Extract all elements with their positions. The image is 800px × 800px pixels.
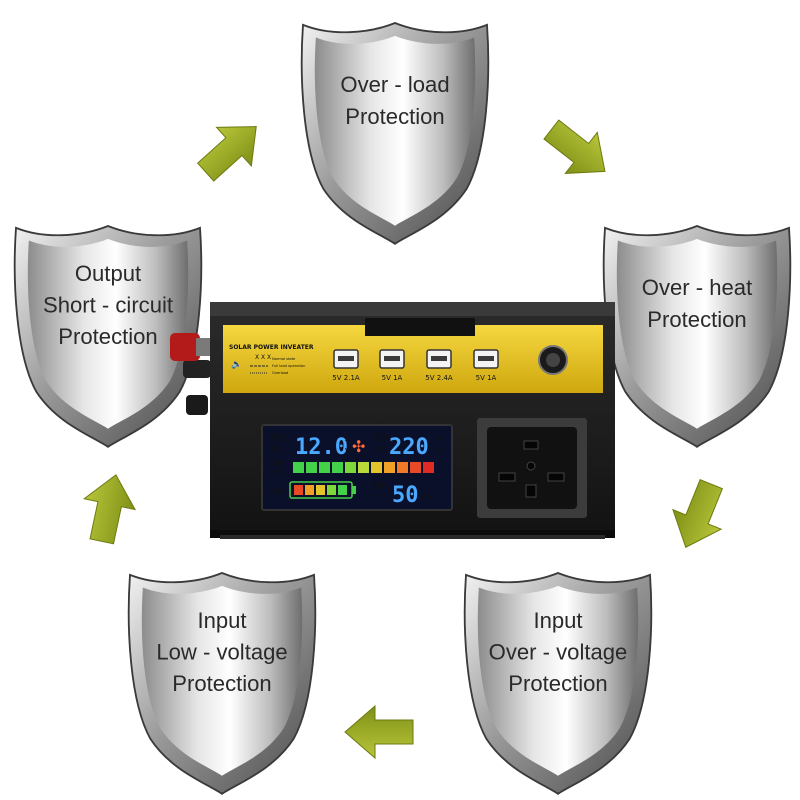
input-terminal-red-cap: [170, 333, 200, 361]
shield-overload-line-2: Protection: [345, 104, 444, 129]
lcd-freq-value: 50: [392, 483, 419, 508]
shield-output-short-line-1: Output: [75, 261, 141, 286]
indicator-marks: X X X: [255, 354, 271, 361]
speaker-icon: 🔈: [231, 360, 242, 370]
arrow-overvoltage-to-lowvoltage-icon: [344, 705, 414, 759]
usb-port-4: 5V 1A: [473, 349, 499, 382]
shield-input-lowvoltage-line-1: Input: [197, 608, 246, 633]
lcd-battery-label-cn: 电量: [270, 486, 284, 495]
brand-label: SOLAR POWER INVEATER: [229, 344, 314, 351]
legend-full-load: Full load operation: [272, 364, 305, 368]
power-level-bar: [293, 462, 434, 473]
legend-overload: Overload: [272, 371, 288, 375]
lcd-ac-label-cn: 交流: [372, 432, 388, 442]
lcd-dc-unit-a: A: [345, 435, 350, 443]
shield-overheat-line-2: Protection: [647, 307, 746, 332]
lcd-dc-unit-v: V: [345, 447, 350, 455]
shield-overheat-line-1: Over - heat: [642, 275, 752, 300]
inverter-product-image: DC12V -AC220V SOLAR POWER INVEATER X X X…: [170, 302, 615, 539]
shield-input-overvoltage-line-2: Over - voltage: [489, 639, 628, 664]
svg-text:5V 2.1A: 5V 2.1A: [332, 374, 360, 382]
shield-output-short-line-2: Short - circuit: [43, 292, 173, 317]
lcd-power-label-cn: 功率: [270, 459, 284, 468]
shield-input-overvoltage-line-3: Protection: [508, 671, 607, 696]
shield-overload-protection: Over - load Protection: [300, 22, 490, 245]
svg-text:5V 2.4A: 5V 2.4A: [425, 374, 453, 382]
shield-input-overvoltage-line-1: Input: [533, 608, 582, 633]
usb-port-3: 5V 2.4A: [425, 349, 453, 382]
legend-normal: Normal state: [272, 357, 296, 361]
lcd-ac-unit-v: V: [437, 447, 442, 455]
svg-text:5V 1A: 5V 1A: [476, 374, 497, 382]
usb-port-1: 5V 2.1A: [332, 349, 360, 382]
lcd-freq-unit: HZ: [424, 493, 434, 501]
shield-input-overvoltage-protection: Input Over - voltage Protection: [463, 572, 653, 795]
lcd-power-label: P/W: [270, 469, 282, 476]
input-terminal-black: [183, 360, 211, 378]
shield-input-lowvoltage-line-3: Protection: [172, 671, 271, 696]
lcd-ac-unit-a: A: [437, 435, 442, 443]
model-label: DC12V -AC220V: [371, 322, 469, 335]
battery-icon: [289, 481, 356, 499]
lcd-dc-value: 12.0: [295, 435, 348, 460]
shield-output-short-circuit-protection: Output Short - circuit Protection: [13, 225, 203, 448]
shield-output-short-line-3: Protection: [58, 324, 157, 349]
lcd-ac-value: 220: [389, 435, 429, 460]
lcd-freq-label: F: [378, 494, 382, 502]
lcd-freq-label-cn: 频率: [372, 481, 386, 490]
arrow-overheat-to-overvoltage-icon: [661, 473, 736, 558]
lcd-ac-label: AC: [374, 445, 385, 454]
shield-input-lowvoltage-line-2: Low - voltage: [156, 639, 287, 664]
arrow-overload-to-overheat-icon: [534, 108, 622, 193]
lcd-dc-label: DC: [271, 445, 283, 454]
shield-overheat-protection: Over - heat Protection: [602, 225, 792, 448]
fan-icon: ✣: [352, 439, 365, 456]
svg-text:5V 1A: 5V 1A: [382, 374, 403, 382]
input-terminal-black-lower: [186, 395, 208, 415]
shield-overload-line-1: Over - load: [340, 72, 449, 97]
arrow-output-to-overload-icon: [187, 106, 275, 192]
arrow-lowvoltage-to-output-icon: [75, 468, 142, 548]
shield-input-lowvoltage-protection: Input Low - voltage Protection: [127, 572, 317, 795]
lcd-dc-label-cn: 直流: [270, 432, 286, 442]
usb-port-2: 5V 1A: [379, 349, 405, 382]
